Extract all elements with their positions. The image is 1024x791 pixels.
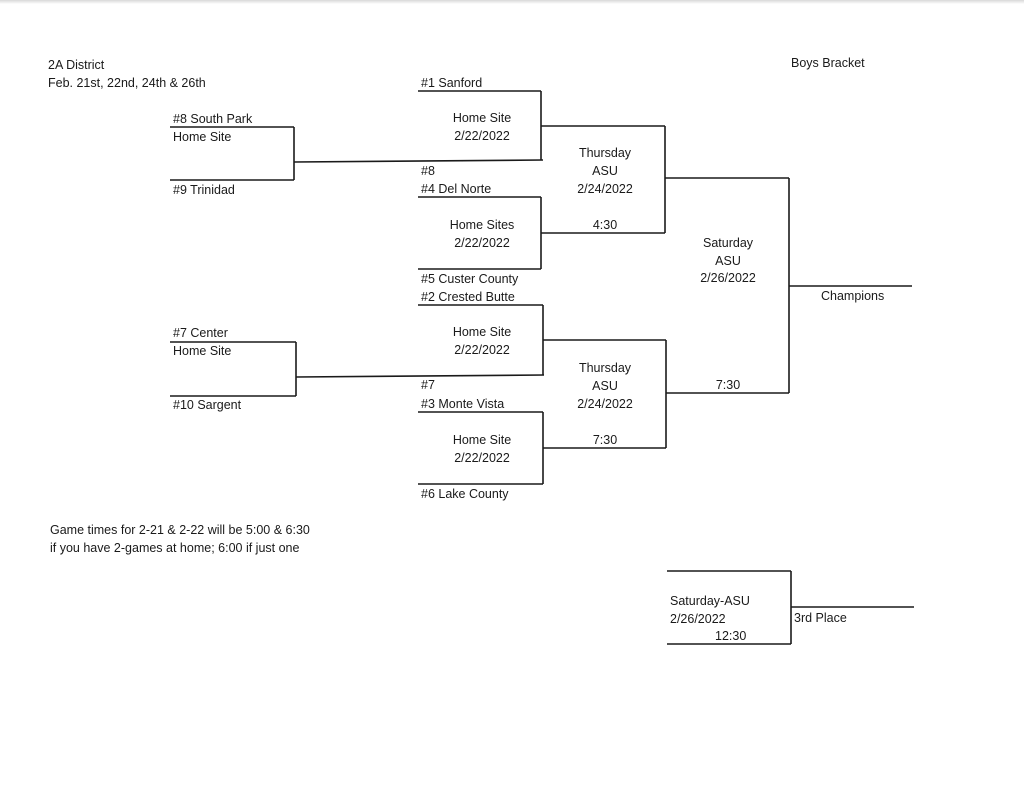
game-venue: ASU bbox=[715, 254, 741, 268]
team-label: #1 Sanford bbox=[421, 76, 483, 90]
game-venue: ASU bbox=[592, 164, 618, 178]
game-date: 2/26/2022 bbox=[670, 612, 726, 626]
bracket-line bbox=[293, 159, 544, 163]
game-time: 4:30 bbox=[592, 218, 618, 232]
site-label: Home Site bbox=[173, 344, 232, 358]
game-times-note: if you have 2-games at home; 6:00 if jus… bbox=[50, 541, 300, 555]
site-label: Home Site bbox=[173, 130, 232, 144]
game-times-note: Game times for 2-21 & 2-22 will be 5:00 … bbox=[50, 523, 310, 537]
game-day: Thursday bbox=[578, 361, 632, 375]
bracket-line bbox=[295, 374, 545, 378]
team-label: #4 Del Norte bbox=[421, 182, 492, 196]
game-time: 7:30 bbox=[715, 378, 741, 392]
game-time: 7:30 bbox=[592, 433, 618, 447]
third-place-label: 3rd Place bbox=[794, 611, 847, 625]
game-day: Saturday bbox=[702, 236, 754, 250]
team-label: #8 South Park bbox=[173, 112, 253, 126]
game-date: 2/22/2022 bbox=[454, 451, 510, 465]
scan-edge bbox=[0, 0, 1024, 4]
team-label: #8 bbox=[421, 164, 435, 178]
game-day: Thursday bbox=[578, 146, 632, 160]
bracket-title: Boys Bracket bbox=[791, 56, 865, 70]
team-label: #7 Center bbox=[173, 326, 228, 340]
site-label: Home Site bbox=[452, 325, 512, 339]
site-label: Home Site bbox=[452, 433, 512, 447]
game-date: 2/24/2022 bbox=[577, 397, 633, 411]
game-venue: ASU bbox=[592, 379, 618, 393]
game-time: 12:30 bbox=[715, 629, 747, 643]
game-date: 2/22/2022 bbox=[454, 129, 510, 143]
team-label: #9 Trinidad bbox=[173, 183, 235, 197]
team-label: #6 Lake County bbox=[421, 487, 509, 501]
team-label: #3 Monte Vista bbox=[421, 397, 505, 411]
team-label: #2 Crested Butte bbox=[421, 290, 515, 304]
champions-label: Champions bbox=[821, 289, 885, 303]
district-title: 2A District bbox=[48, 58, 105, 72]
game-day-venue: Saturday-ASU bbox=[670, 594, 750, 608]
team-label: #10 Sargent bbox=[173, 398, 242, 412]
site-label: Home Sites bbox=[449, 218, 515, 232]
game-date: 2/26/2022 bbox=[700, 271, 756, 285]
team-label: #5 Custer County bbox=[421, 272, 519, 286]
game-date: 2/22/2022 bbox=[454, 343, 510, 357]
game-date: 2/24/2022 bbox=[577, 182, 633, 196]
tournament-dates: Feb. 21st, 22nd, 24th & 26th bbox=[48, 76, 206, 90]
team-label: #7 bbox=[421, 378, 435, 392]
site-label: Home Site bbox=[452, 111, 512, 125]
game-date: 2/22/2022 bbox=[454, 236, 510, 250]
